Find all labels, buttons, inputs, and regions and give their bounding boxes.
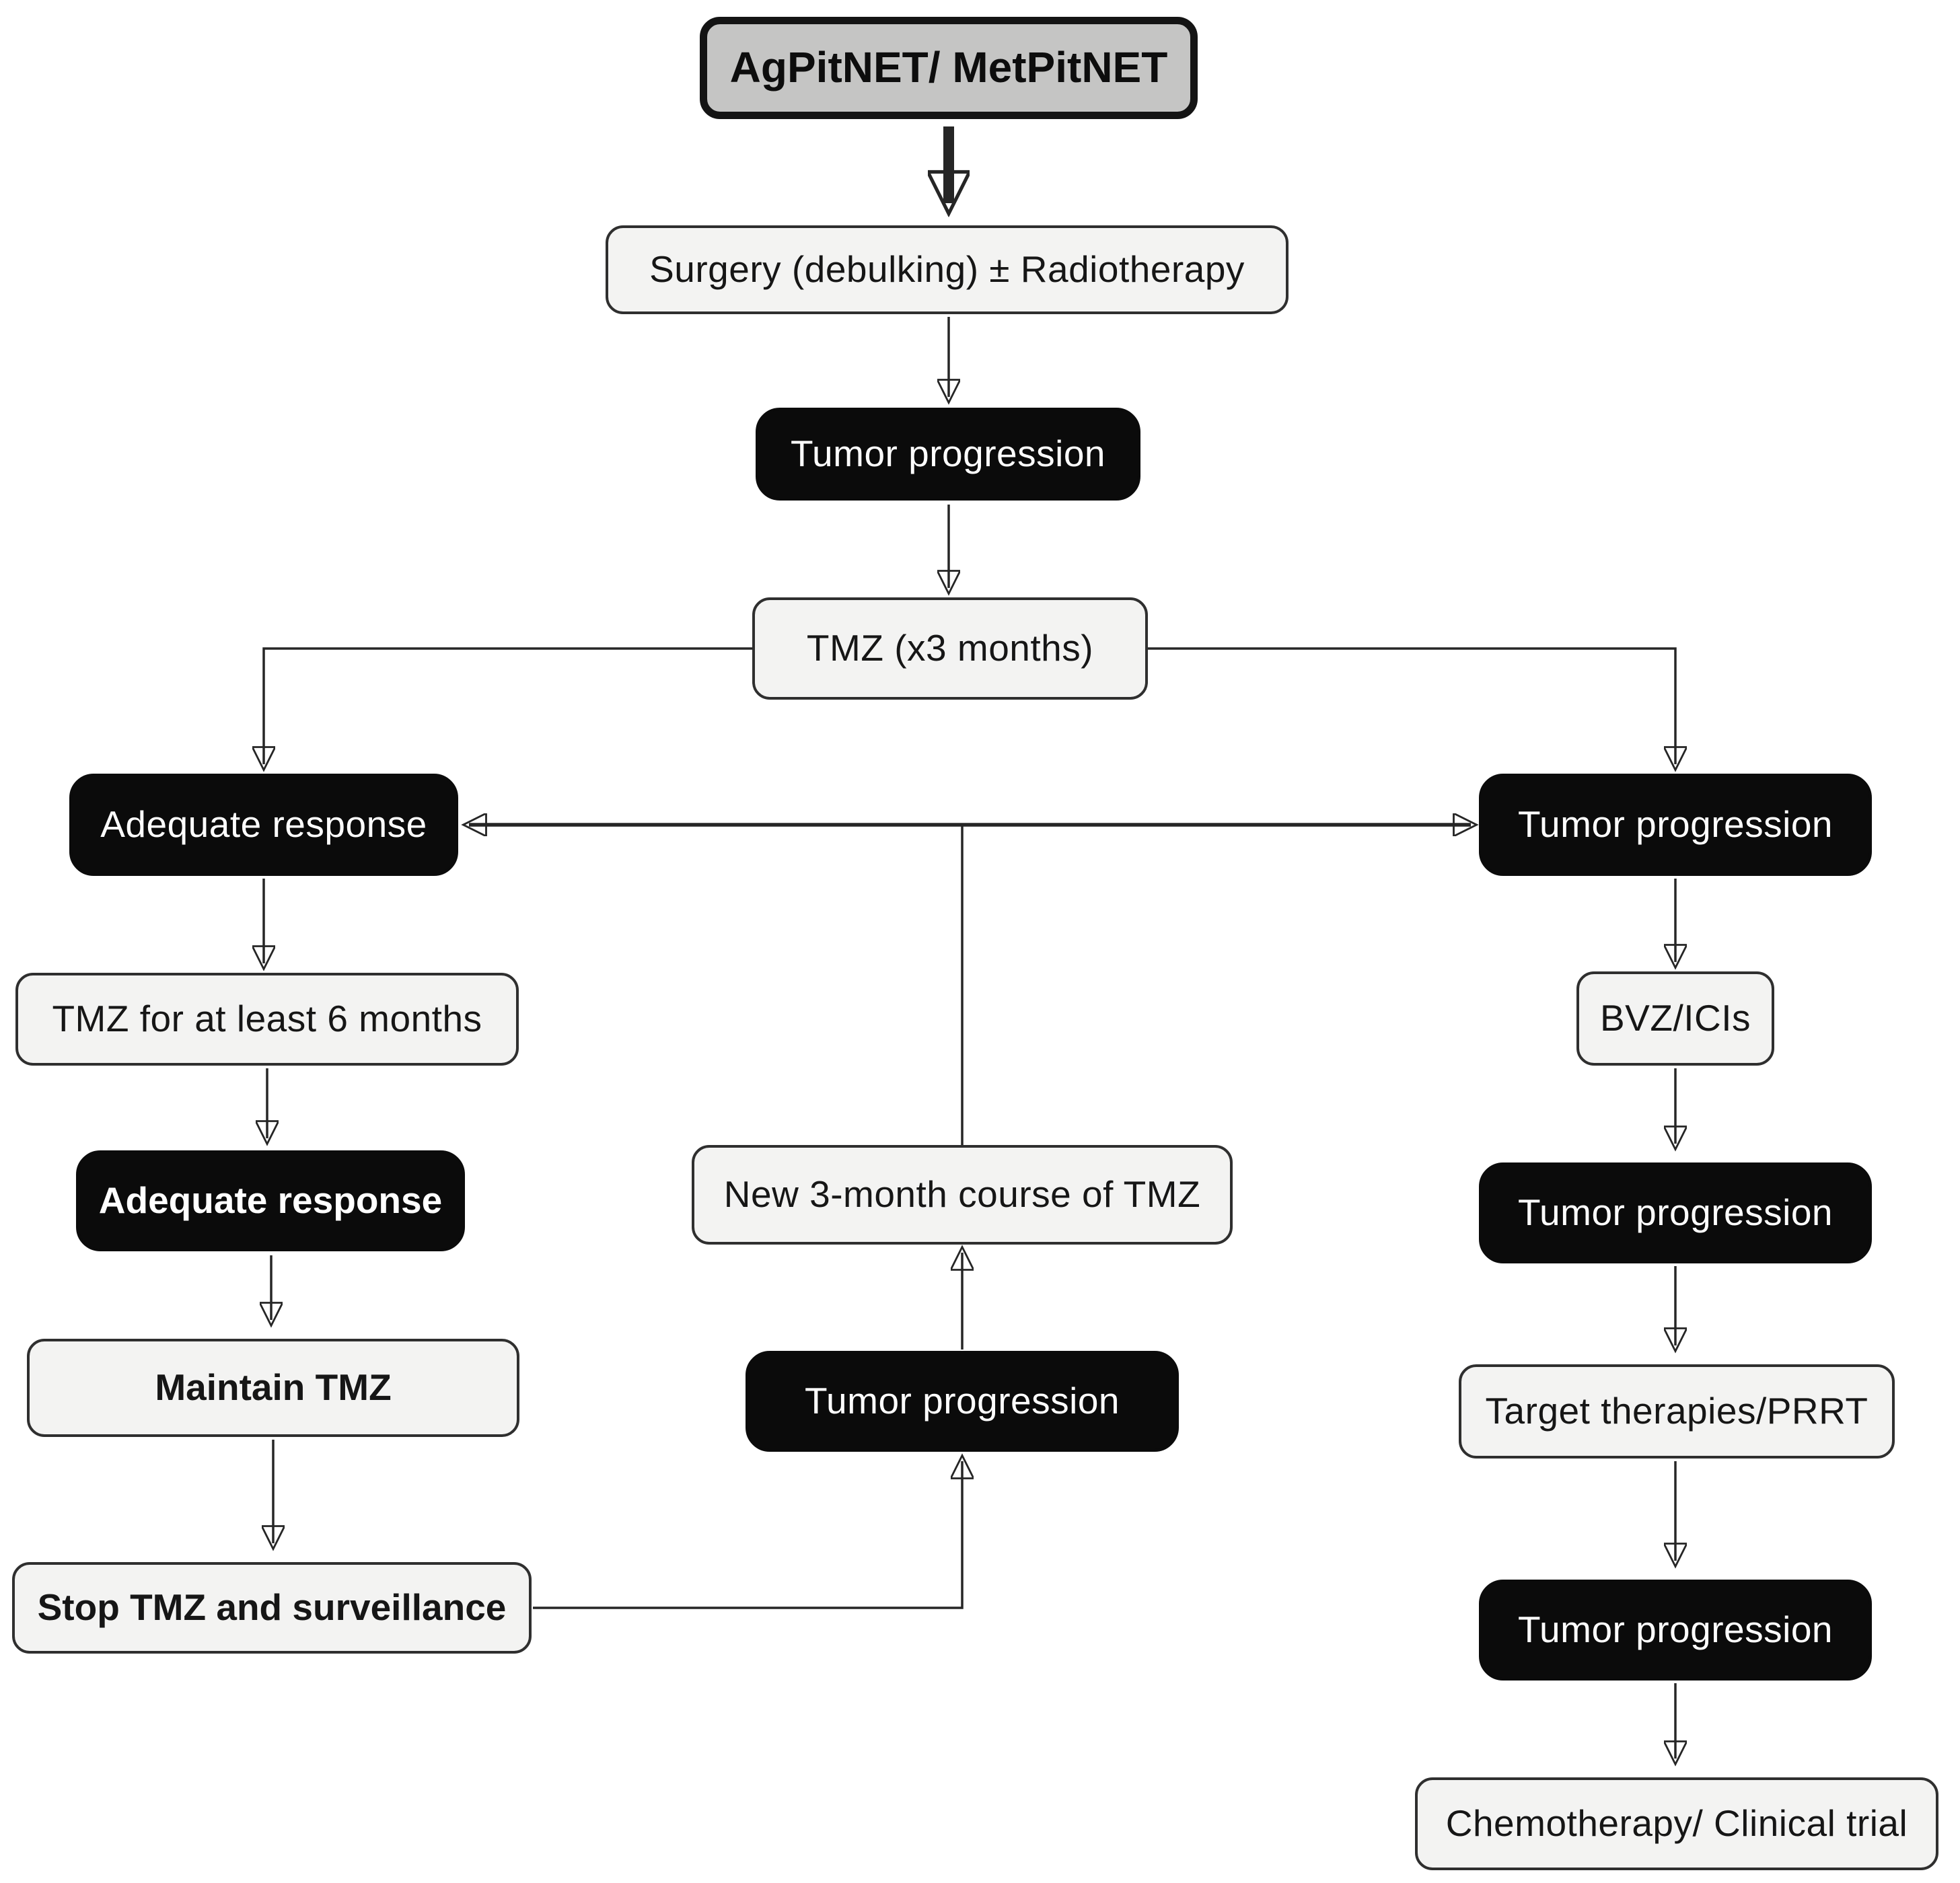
node-adequate-response-2: Adequate response [76, 1150, 465, 1251]
node-tmz-3-months: TMZ (x3 months) [752, 597, 1148, 700]
node-agpitnet-metpitnet: AgPitNET/ MetPitNET [700, 17, 1198, 119]
node-new-3-month-course-tmz: New 3-month course of TMZ [692, 1145, 1233, 1245]
node-target-therapies-prrt: Target therapies/PRRT [1459, 1364, 1895, 1459]
node-maintain-tmz: Maintain TMZ [27, 1339, 519, 1437]
node-tumor-progression-right-2: Tumor progression [1479, 1162, 1872, 1263]
edge-tmz3-to-tumor-progression-right [1148, 647, 1675, 764]
node-adequate-response-1: Adequate response [69, 774, 458, 876]
node-chemotherapy-clinical-trial: Chemotherapy/ Clinical trial [1415, 1777, 1938, 1870]
node-surgery-radiotherapy: Surgery (debulking) ± Radiotherapy [606, 225, 1288, 314]
node-tmz-6-months: TMZ for at least 6 months [15, 973, 519, 1066]
node-tumor-progression-initial: Tumor progression [756, 408, 1140, 501]
node-tumor-progression-right-1: Tumor progression [1479, 774, 1872, 876]
node-tumor-progression-middle: Tumor progression [746, 1351, 1179, 1452]
edge-stop-tmz-to-tumor-progression-mid [533, 1461, 962, 1609]
edge-tmz3-to-adequate-response [264, 647, 752, 764]
node-stop-tmz-surveillance: Stop TMZ and surveillance [12, 1562, 532, 1654]
node-tumor-progression-right-3: Tumor progression [1479, 1580, 1872, 1681]
node-bvz-icis: BVZ/ICIs [1576, 971, 1774, 1066]
